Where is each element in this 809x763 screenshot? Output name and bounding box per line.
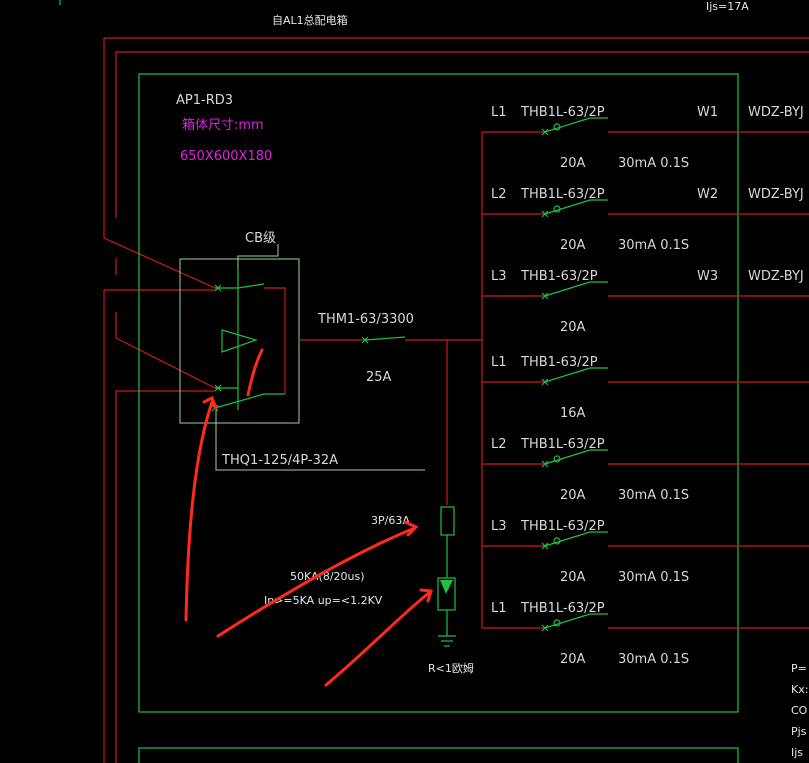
circuit-model: THB1-63/2P [520,355,598,370]
circuit-row: L2 THB1L-63/2P 20A 30mA 0.1S [482,437,809,503]
incoming-breaker: THM1-63/3300 25A [299,312,482,385]
calc-row: Ijs [791,746,803,759]
circuit-row: L3 THB1L-63/2P 20A 30mA 0.1S [482,519,809,585]
circuit-phase: L3 [491,519,507,534]
annotation-arrow-head [202,395,218,410]
lower-frame [138,747,739,763]
source-label: 自AL1总配电箱 [272,13,348,27]
outer-wiring [103,37,809,763]
circuit-rating: 20A [560,238,586,253]
circuit-model: THB1L-63/2P [520,519,605,534]
circuit-rcd: 30mA 0.1S [618,238,689,253]
circuit-rating: 20A [560,320,586,335]
circuit-phase: L2 [491,437,507,452]
spd-spec2: In>=5KA up=<1.2KV [264,594,383,607]
incoming-model: THM1-63/3300 [317,312,414,327]
ljs-top: Ijs=17A [706,0,749,13]
calc-row: P= [791,662,807,675]
cb-label: CB级 [245,231,276,246]
annotation-arrow [216,526,417,638]
circuit-rcd: 30mA 0.1S [618,156,689,171]
circuit-rating: 20A [560,488,586,503]
circuit-phase: L1 [491,355,507,370]
circuit-id: W3 [697,269,718,284]
circuit-id: W2 [697,187,718,202]
spd-fuse: 3P/63A [371,514,410,527]
circuit-rcd: 30mA 0.1S [618,488,689,503]
circuit-cable: WDZ-BYJ [748,187,804,202]
circuit-phase: L3 [491,269,507,284]
circuit-row: L3 THB1-63/2P 20A W3 WDZ-BYJ [482,269,809,335]
calc-row: Pjs [791,725,807,738]
circuit-model: THB1L-63/2P [520,187,605,202]
annotation-arrow-head [419,588,433,603]
circuit-rating: 16A [560,406,586,421]
incoming-rating: 25A [366,370,392,385]
circuit-cable: WDZ-BYJ [748,269,804,284]
circuit-phase: L1 [491,601,507,616]
box-size-value: 650X600X180 [180,149,272,164]
circuit-row: L1 THB1-63/2P 16A [482,355,809,421]
annotation-stroke [246,348,264,397]
box-name: AP1-RD3 [176,93,233,108]
circuit-rcd: 30mA 0.1S [618,570,689,585]
calc-row: Kx: [791,683,808,696]
spd-branch: 3P/63A 50KA(8/20us) In>=5KA up=<1.2KV R<… [264,340,474,675]
circuit-model: THB1L-63/2P [520,105,605,120]
circuit-row: L2 THB1L-63/2P 20A 30mA 0.1S W2 WDZ-BYJ [482,187,809,253]
spd-icon [440,580,453,594]
main-switch: CB级 THQ1-125/4P-32A [179,231,425,471]
circuit-model: THB1L-63/2P [520,601,605,616]
circuit-row: L1 THB1L-63/2P 20A 30mA 0.1S W1 WDZ-BYJ [482,105,809,171]
enclosure-frame [138,73,739,713]
circuit-model: THB1L-63/2P [520,437,605,452]
circuit-rating: 20A [560,652,586,667]
circuit-id: W1 [697,105,718,120]
main-switch-model: THQ1-125/4P-32A [221,453,338,468]
circuit-phase: L1 [491,105,507,120]
circuit-phase: L2 [491,187,507,202]
calc-row: CO [791,704,808,717]
annotation-arrow-head [403,520,419,537]
circuit-model: THB1-63/2P [520,269,598,284]
circuit-rating: 20A [560,570,586,585]
circuit-row: L1 THB1L-63/2P 20A 30mA 0.1S [482,601,809,667]
annotation-arrow [324,590,432,687]
annotation-arrows [184,348,433,687]
spd-ground: R<1欧姆 [428,661,474,675]
annotation-arrow [184,400,214,622]
box-size-label: 箱体尺寸:mm [182,117,264,133]
circuit-cable: WDZ-BYJ [748,105,804,120]
circuit-rcd: 30mA 0.1S [618,652,689,667]
circuit-rating: 20A [560,156,586,171]
